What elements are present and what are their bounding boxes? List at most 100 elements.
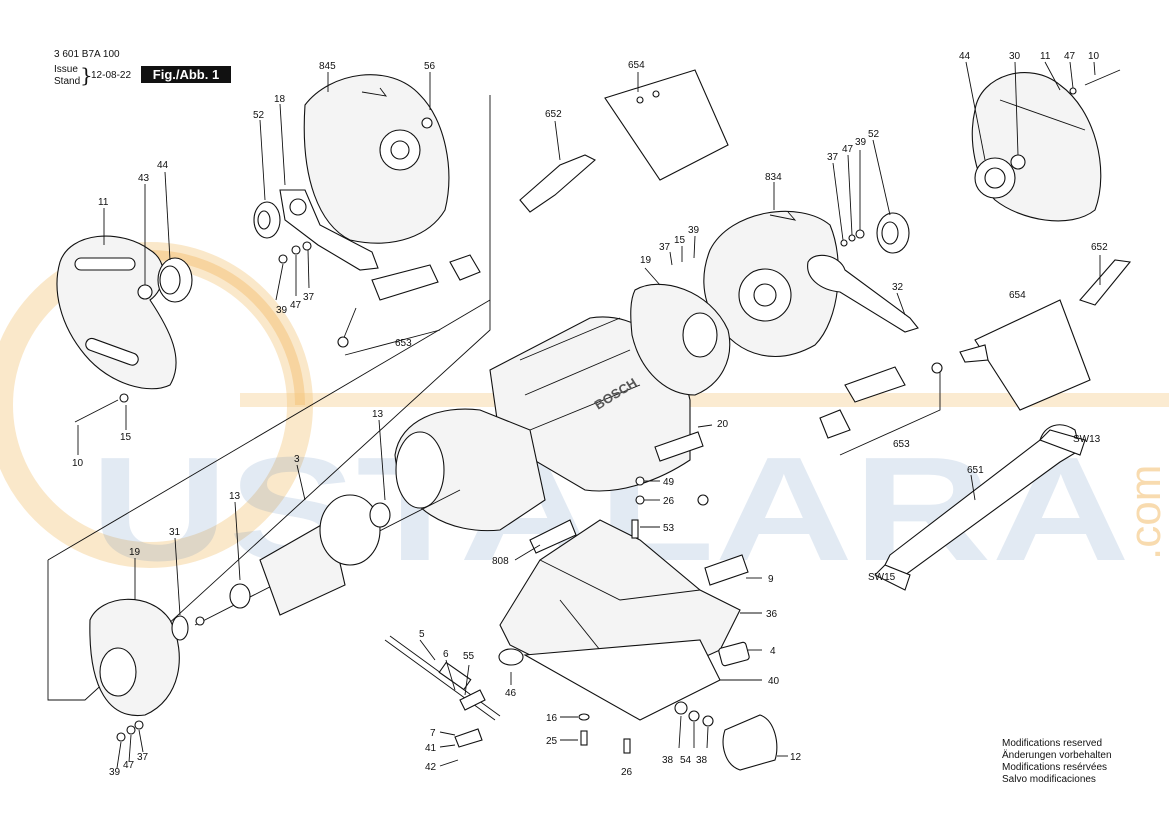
callout-44: 44 — [959, 51, 971, 62]
callout-9: 9 — [768, 574, 774, 585]
callout-6: 6 — [443, 649, 449, 660]
callout-sw15: SW15 — [868, 572, 896, 583]
callout-10: 10 — [72, 458, 84, 469]
callout-32: 32 — [892, 282, 904, 293]
issue-date: 12-08-22 — [91, 70, 132, 81]
callout-44: 44 — [157, 160, 169, 171]
callout-808: 808 — [492, 556, 509, 567]
callout-652: 652 — [1091, 242, 1108, 253]
callout-55: 55 — [463, 651, 475, 662]
wheel-guard-right — [971, 72, 1102, 222]
notice-line-de: Änderungen vorbehalten — [1002, 750, 1112, 761]
part-number: 3 601 B7A 100 — [54, 49, 120, 60]
callout-30: 30 — [1009, 51, 1021, 62]
callout-37: 37 — [137, 752, 149, 763]
callout-47: 47 — [1064, 51, 1076, 62]
callout-39: 39 — [855, 137, 867, 148]
callout-53: 53 — [663, 523, 675, 534]
callout-47: 47 — [290, 300, 302, 311]
eye-shield-left — [371, 264, 439, 301]
motor-housing: BOSCH — [489, 316, 691, 492]
callout-26: 26 — [663, 496, 675, 507]
callout-47: 47 — [842, 144, 854, 155]
callout-52: 52 — [253, 110, 265, 121]
wheel-guard-left — [56, 235, 177, 390]
callout-3: 3 — [294, 454, 300, 465]
callout-7: 7 — [430, 728, 436, 739]
shield-654-right — [974, 299, 1091, 411]
callout-15: 15 — [120, 432, 132, 443]
callout-18: 18 — [274, 94, 286, 105]
brace-icon: } — [80, 63, 93, 87]
callout-654: 654 — [628, 60, 645, 71]
label-20 — [654, 431, 704, 462]
callout-19: 19 — [129, 547, 141, 558]
notice-line-en: Modifications reserved — [1002, 738, 1103, 749]
issue-label: Issue — [54, 64, 78, 75]
callout-653: 653 — [893, 439, 910, 450]
callout-11: 11 — [98, 197, 109, 208]
callout-15: 15 — [674, 235, 686, 246]
callout-54: 54 — [680, 755, 692, 766]
end-shield-right — [630, 283, 731, 396]
callout-19: 19 — [640, 255, 652, 266]
eye-shield-right — [844, 366, 906, 403]
wrench — [883, 424, 1081, 581]
callout-56: 56 — [424, 61, 436, 72]
callout-13: 13 — [229, 491, 241, 502]
callout-36: 36 — [766, 609, 778, 620]
callout-10: 10 — [1088, 51, 1100, 62]
modifications-notice: Modifications reserved Änderungen vorbeh… — [1002, 738, 1112, 786]
callout-41: 41 — [425, 743, 437, 754]
label-9 — [704, 554, 749, 586]
callout-37: 37 — [827, 152, 839, 163]
spark-guard-32 — [807, 254, 919, 333]
stand-label: Stand — [54, 76, 81, 87]
wheel-guard-834 — [703, 210, 839, 357]
callout-5: 5 — [419, 629, 425, 640]
shield-654 — [604, 69, 729, 181]
callout-37: 37 — [659, 242, 671, 253]
callout-26: 26 — [621, 767, 633, 778]
callout-52: 52 — [868, 129, 880, 140]
bracket-652-right — [1079, 259, 1132, 306]
callout-651: 651 — [967, 465, 984, 476]
callout-654: 654 — [1009, 290, 1026, 301]
callout-37: 37 — [303, 292, 315, 303]
watermark-suffix: .com — [1121, 465, 1169, 560]
callout-16: 16 — [546, 713, 558, 724]
armature — [194, 489, 461, 626]
callout-652: 652 — [545, 109, 562, 120]
ring-31 — [171, 615, 189, 641]
figure-label: Fig./Abb. 1 — [141, 66, 231, 83]
callout-38: 38 — [696, 755, 708, 766]
notice-line-es: Salvo modificaciones — [1002, 774, 1096, 785]
callout-43: 43 — [138, 173, 150, 184]
callout-653: 653 — [395, 338, 412, 349]
wheel-guard-845 — [303, 74, 450, 244]
callout-25: 25 — [546, 736, 558, 747]
rubber-foot — [498, 648, 524, 666]
notice-line-fr: Modifications resérvées — [1002, 762, 1108, 773]
base-plate — [523, 639, 721, 721]
callout-47: 47 — [123, 760, 135, 771]
callout-40: 40 — [768, 676, 780, 687]
callout-845: 845 — [319, 61, 336, 72]
callout-4: 4 — [770, 646, 776, 657]
callout-834: 834 — [765, 172, 782, 183]
callout-11: 11 — [1040, 51, 1051, 62]
switch — [718, 641, 750, 667]
callout-38: 38 — [662, 755, 674, 766]
callout-46: 46 — [505, 688, 517, 699]
callout-39: 39 — [688, 225, 700, 236]
capacitor — [722, 714, 778, 771]
callout-31: 31 — [169, 527, 181, 538]
callout-39: 39 — [276, 305, 288, 316]
bracket-652 — [519, 154, 596, 213]
cable-sleeve — [438, 661, 472, 691]
callout-sw13: SW13 — [1073, 434, 1101, 445]
callout-49: 49 — [663, 477, 675, 488]
flange-nut-left — [157, 257, 193, 303]
callout-20: 20 — [717, 419, 729, 430]
